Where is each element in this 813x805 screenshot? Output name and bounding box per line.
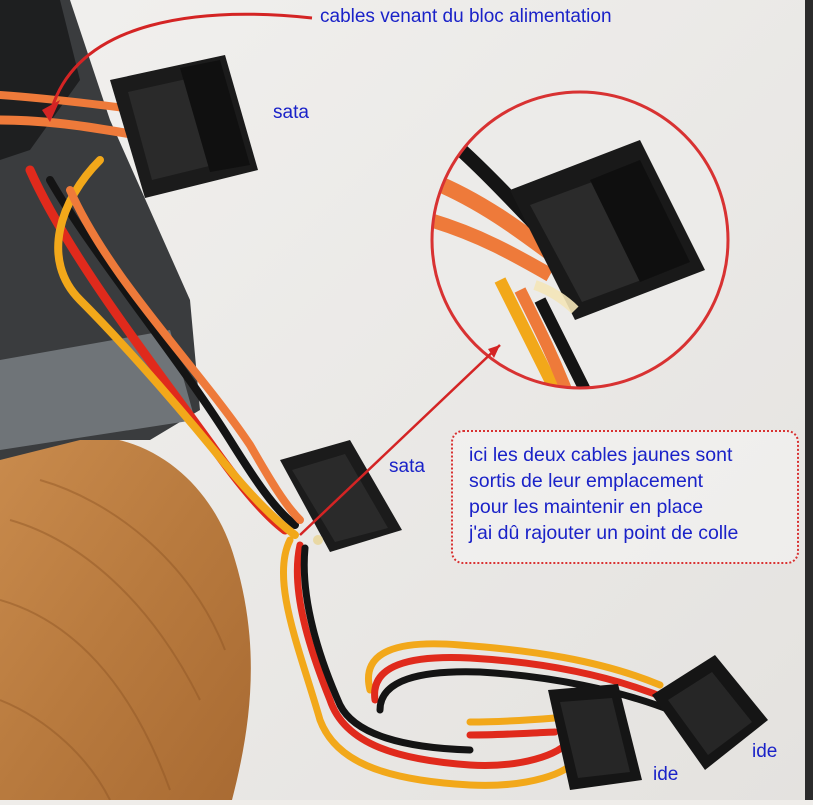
label-sata-middle: sata: [389, 456, 425, 477]
cable-bundle-lower: [279, 536, 679, 789]
label-cables-from-psu: cables venant du bloc alimentation: [320, 6, 612, 27]
annotation-note-text: ici les deux cables jaunes sont sortis d…: [469, 442, 738, 546]
image-border: [805, 0, 813, 800]
note-line: pour les maintenir en place: [469, 496, 704, 518]
annotation-arrows: [42, 12, 501, 536]
label-ide-right: ide: [752, 741, 778, 762]
magnified-detail: [430, 90, 730, 390]
sata-connector-top: [110, 55, 258, 198]
note-line: ici les deux cables jaunes sont: [469, 444, 733, 466]
wooden-floor: [0, 435, 251, 800]
arrow-head-icon: [42, 100, 60, 122]
note-line: j'ai dû rajouter un point de colle: [469, 522, 739, 544]
annotation-note-box: ici les deux cables jaunes sont sortis d…: [451, 430, 799, 564]
label-sata-top: sata: [273, 102, 309, 123]
label-ide-left: ide: [653, 764, 679, 785]
ide-connector-right: [652, 655, 768, 770]
note-line: sortis de leur emplacement: [469, 470, 704, 492]
wood-grain: [0, 479, 226, 801]
ide-connector-left: [548, 684, 642, 790]
